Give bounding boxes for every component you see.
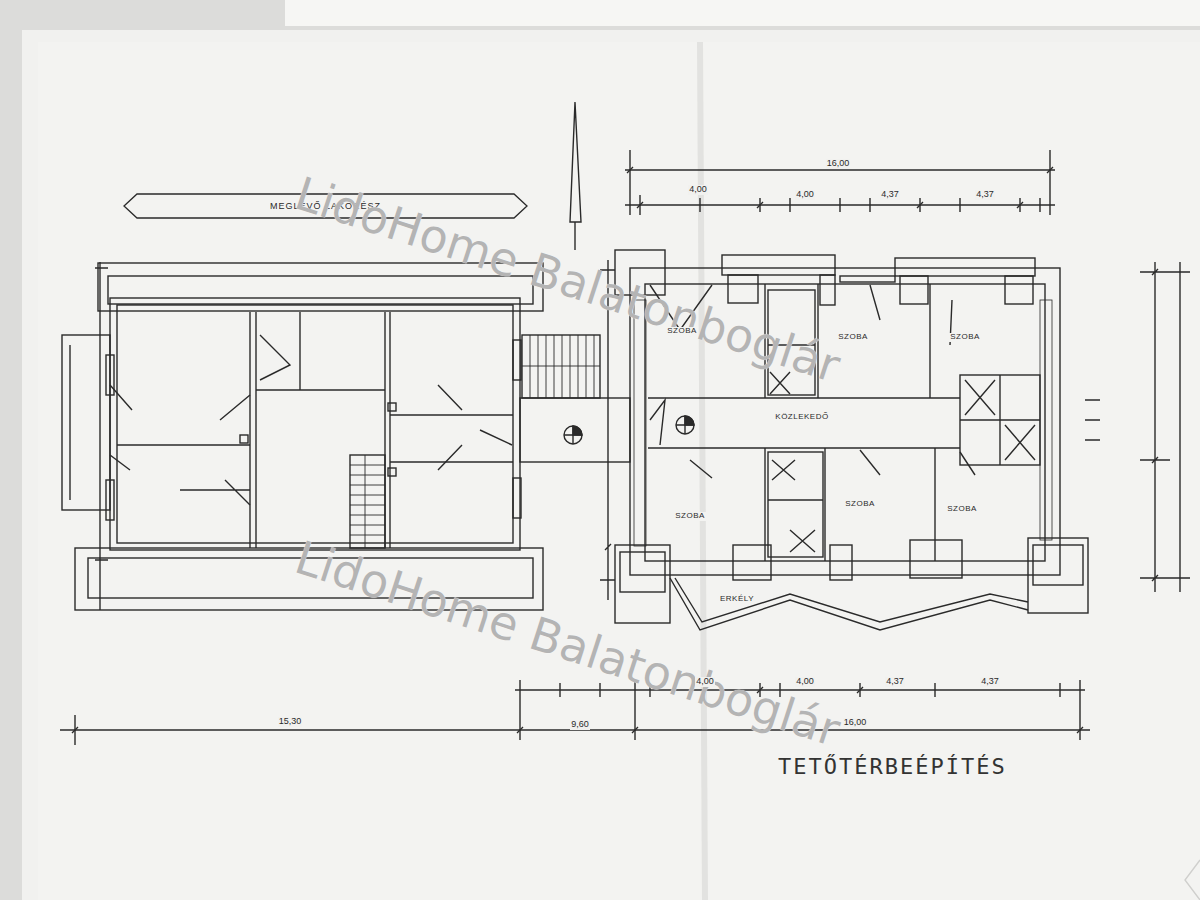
- dimension: 4,00: [688, 185, 708, 195]
- dimension: 4,00: [795, 677, 815, 687]
- drawing-title: TETŐTÉRBEÉPÍTÉS: [778, 755, 1007, 779]
- room-label: SZOBA: [946, 505, 978, 514]
- room-label: SZOBA: [674, 512, 706, 521]
- dimension: 4,37: [980, 677, 1000, 687]
- dimension: 9,60: [570, 720, 590, 730]
- dimension: 16,00: [843, 718, 868, 728]
- room-label: SZOBA: [837, 333, 869, 342]
- dimension: 4,37: [880, 190, 900, 200]
- room-label: SZOBA: [666, 327, 698, 336]
- dimension: 15,30: [278, 717, 303, 727]
- dimension: 16,00: [826, 159, 851, 169]
- watermark: LidoHome Balatonboglár: [289, 532, 846, 756]
- room-label: SZOBA: [949, 333, 981, 342]
- room-label: ERKÉLY: [719, 595, 755, 604]
- watermark: LidoHome Balatonboglár: [289, 168, 846, 392]
- dimension: 4,37: [885, 677, 905, 687]
- room-label: SZOBA: [844, 500, 876, 509]
- dimension: 4,00: [795, 190, 815, 200]
- dimension: 4,00: [695, 677, 715, 687]
- room-label: KÖZLEKEDŐ: [774, 413, 829, 422]
- dimension: 4,37: [975, 190, 995, 200]
